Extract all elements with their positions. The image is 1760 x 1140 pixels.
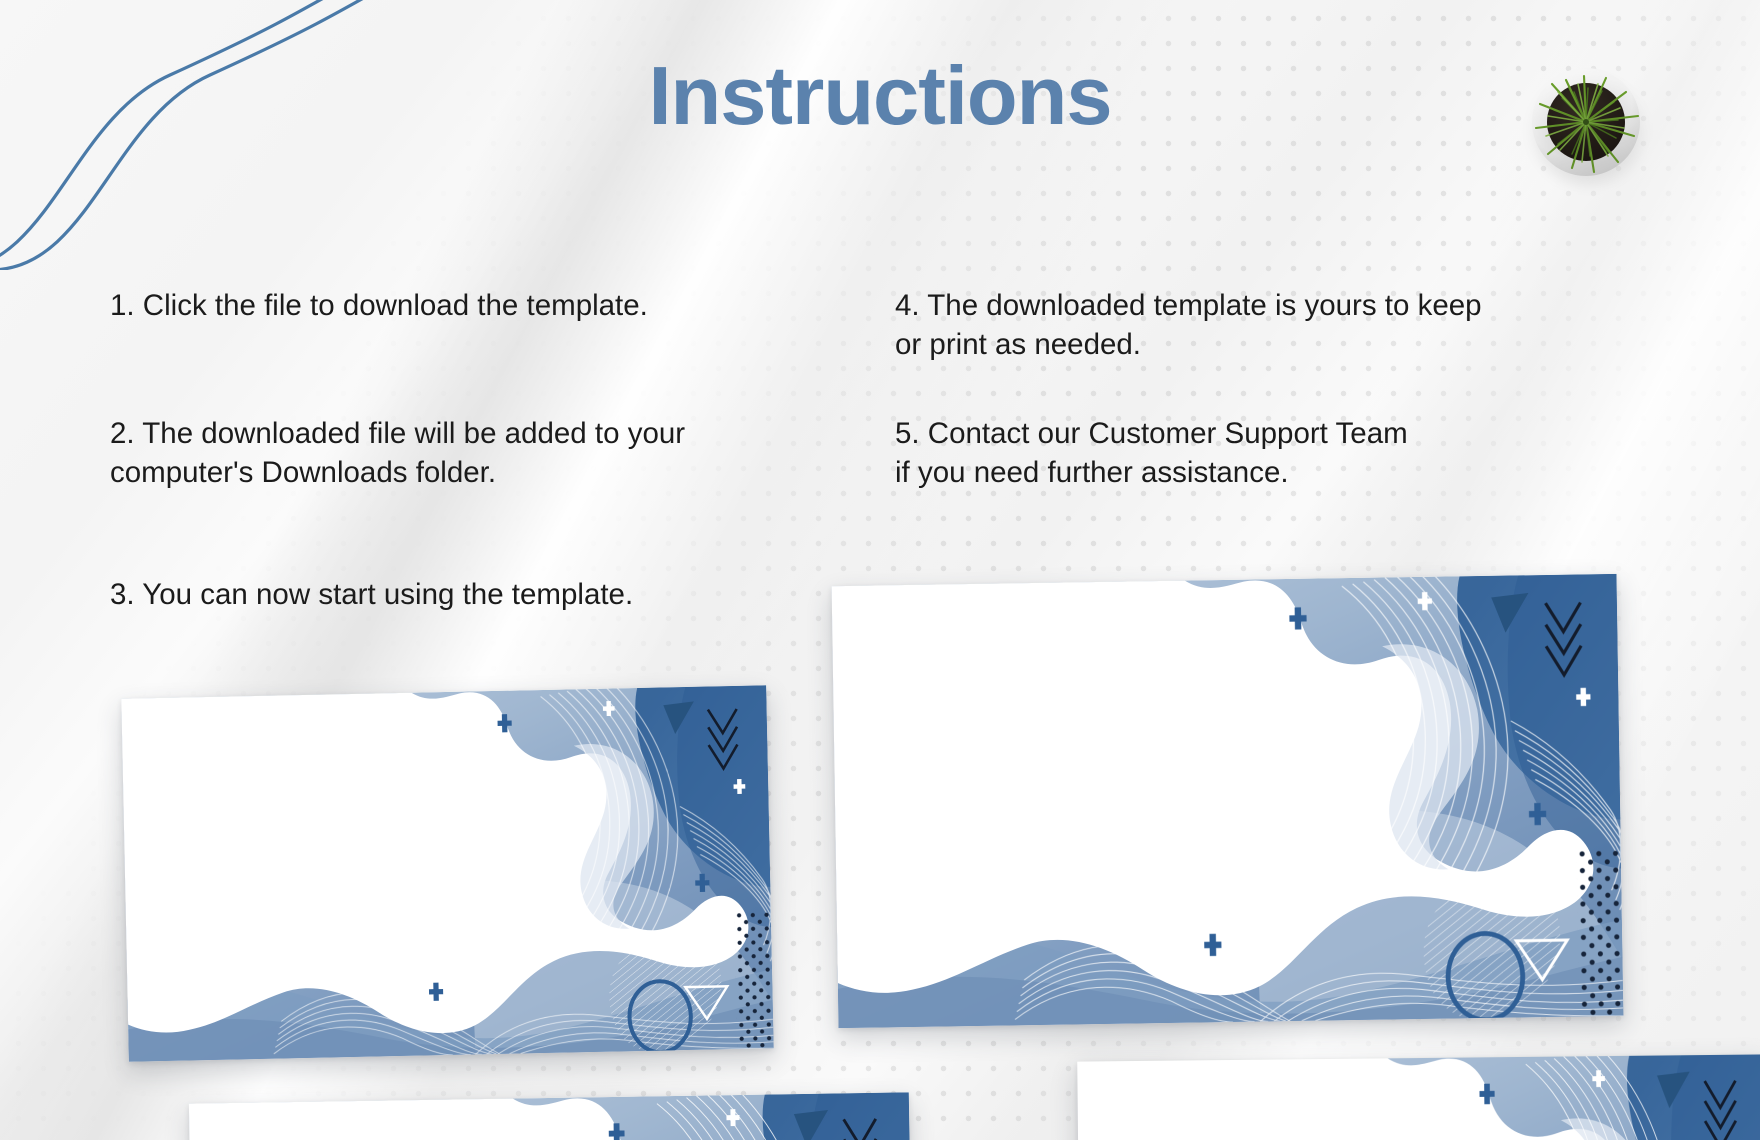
page-title: Instructions <box>648 49 1113 142</box>
instruction-step-2: 2. The downloaded file will be added to … <box>110 417 686 490</box>
template-artwork <box>121 685 773 1061</box>
instruction-step-5: 5. Contact our Customer Support Team if … <box>895 417 1408 490</box>
plant-shadow <box>1528 68 1648 188</box>
template-preview-card-1[interactable] <box>831 573 1624 1029</box>
plant-icon <box>1532 68 1640 176</box>
template-preview-card-2[interactable] <box>121 685 774 1062</box>
template-artwork <box>1077 1054 1760 1140</box>
template-preview-card-4[interactable] <box>1077 1054 1760 1140</box>
instruction-step-4: 4. The downloaded template is yours to k… <box>895 289 1482 362</box>
instruction-step-1: 1. Click the file to download the templa… <box>110 289 648 322</box>
corner-wave-lines-icon <box>0 0 364 270</box>
potted-plant-decoration <box>1522 58 1650 188</box>
template-artwork <box>832 574 1624 1028</box>
instruction-step-3: 3. You can now start using the template. <box>110 578 634 611</box>
